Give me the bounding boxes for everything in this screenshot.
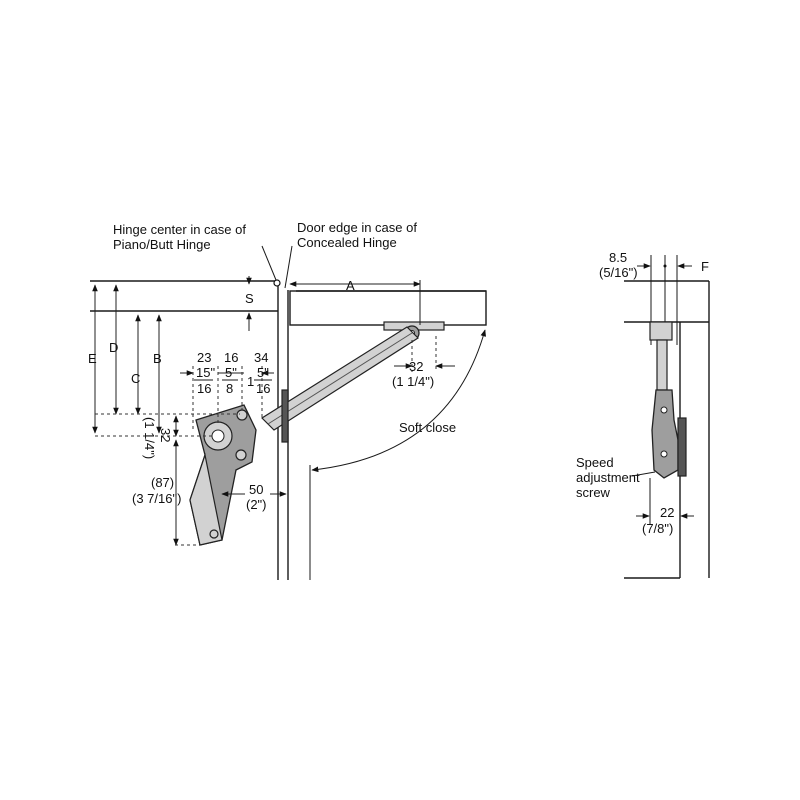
dim-label-22-imp: (7/8") — [642, 521, 673, 536]
front-arm — [656, 339, 668, 391]
hinge-center-label-2: Piano/Butt Hinge — [113, 237, 211, 252]
dim-label-C: C — [131, 371, 140, 386]
dim-label-B: B — [153, 351, 162, 366]
frac-5-8-den: 8 — [226, 381, 233, 396]
dim-label-F: F — [701, 259, 709, 274]
dim-label-A: A — [346, 278, 355, 293]
dim-label-8-5-imp: (5/16") — [599, 265, 638, 280]
side-view — [90, 245, 487, 580]
dim-label-8-5: 8.5 — [609, 250, 627, 265]
hinge-center-leader — [261, 245, 277, 281]
speed-label-2: adjustment — [576, 470, 640, 485]
front-view-labels: 8.5 (5/16") F Speed adjustment screw 22 … — [576, 250, 709, 536]
frac-1-5-16-num: 5" — [257, 365, 269, 380]
door-panel — [289, 290, 487, 326]
speed-label-3: screw — [576, 485, 611, 500]
dim-label-32-left-imp: (1 1/4") — [142, 417, 157, 459]
mechanism-top-screw — [236, 409, 248, 421]
dim-label-23: 23 — [197, 350, 211, 365]
door-edge-label-2: Concealed Hinge — [297, 235, 397, 250]
soft-close-arc — [311, 329, 486, 473]
door-edge-leader — [284, 245, 293, 289]
side-mounting-plate — [281, 389, 289, 443]
frac-15-16-den: 16 — [197, 381, 211, 396]
speed-label-1: Speed — [576, 455, 614, 470]
frac-1-5-16-den: 16 — [256, 381, 270, 396]
hinge-center-marker — [273, 279, 281, 287]
front-view — [624, 255, 710, 579]
front-mechanism — [651, 389, 679, 479]
dim-label-22: 22 — [660, 505, 674, 520]
hinge-center-label-1: Hinge center in case of — [113, 222, 246, 237]
side-view-labels: Hinge center in case of Piano/Butt Hinge… — [88, 220, 456, 512]
dim-label-E: E — [88, 351, 97, 366]
dim-label-50-imp: (2") — [246, 497, 267, 512]
front-mounting-plate — [677, 417, 687, 477]
mechanism-bottom-screw — [235, 449, 247, 461]
dim-label-32-left: 32 — [158, 428, 173, 442]
dim-label-32-right-imp: (1 1/4") — [392, 374, 434, 389]
dim-label-S: S — [245, 291, 254, 306]
dim-label-87: (87) — [151, 475, 174, 490]
dim-label-D: D — [109, 340, 118, 355]
frac-1-5-16-whole: 1 — [247, 374, 254, 389]
front-door-bracket — [649, 321, 673, 341]
frac-5-8-num: 5" — [225, 365, 237, 380]
dim-label-50: 50 — [249, 482, 263, 497]
dim-label-34: 34 — [254, 350, 268, 365]
door-edge-label-1: Door edge in case of — [297, 220, 417, 235]
frac-15-16-num: 15" — [196, 365, 215, 380]
soft-close-label: Soft close — [399, 420, 456, 435]
dim-label-87-imp: (3 7/16") — [132, 491, 181, 506]
dim-label-16: 16 — [224, 350, 238, 365]
dim-label-32-right: 32 — [409, 359, 423, 374]
